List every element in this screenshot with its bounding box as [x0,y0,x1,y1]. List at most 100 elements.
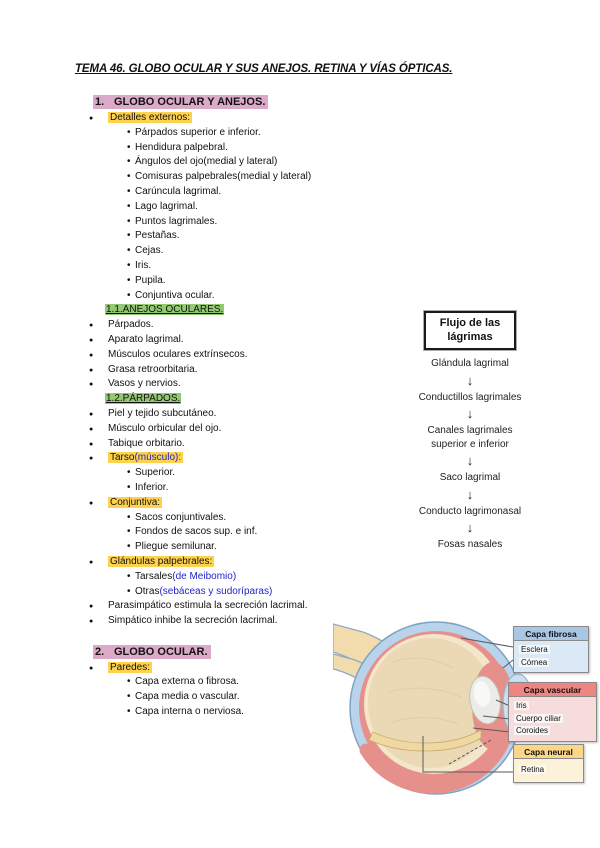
bullet-icon: ● [89,115,94,122]
down-arrow-icon: ↓ [466,486,474,502]
outline-item: ●Simpático inhibe la secreción lacrimal. [75,614,475,629]
sub-bullet-icon: • [127,200,131,212]
sub-bullet-icon: • [127,289,131,301]
outline-item: •Pestañas. [75,229,475,244]
sub-bullet-icon: • [127,691,131,703]
bullet-icon: ● [89,618,94,626]
sub-bullet-icon: • [127,185,131,197]
bullet-icon: ● [89,664,94,672]
page-title: TEMA 46. GLOBO OCULAR Y SUS ANEJOS. RETI… [75,63,453,75]
sub-bullet-icon: • [127,511,131,523]
down-arrow-icon: ↓ [466,520,474,535]
outline-item: •Tarsales(de Meibomio) [75,570,475,585]
outline-item: •Cejas. [75,244,475,259]
outline-item: •Pupila. [75,274,475,289]
outline-item: •Sacos conjuntivales. [75,511,475,526]
eye-illustration [333,621,534,795]
bullet-icon: ● [89,381,94,389]
eye-label: Coroides [514,726,551,735]
subsection-heading: 1.2.PÁRPADOS. [105,393,182,405]
sub-bullet-icon: • [127,230,131,242]
outline-item: •Conjuntiva ocular. [75,289,475,304]
outline-item: ●Conjuntiva: [75,496,475,511]
eye-label: Esclera [519,645,550,654]
sub-bullet-icon: • [127,259,131,271]
sub-bullet-icon: • [127,126,131,138]
sub-bullet-icon: • [127,570,131,582]
section-heading: 1.GLOBO OCULAR Y ANEJOS. [75,94,475,111]
outline-item: •Inferior. [75,481,475,496]
flowchart-title-box: Flujo de las lágrimas [423,310,517,351]
flowchart-title-line2: lágrimas [447,330,493,343]
sub-bullet-icon: • [127,706,131,718]
outline-column: TEMA 46. GLOBO OCULAR Y SUS ANEJOS. RETI… [75,63,475,720]
flow-step: Saco lagrimal [439,472,501,483]
sub-bullet-icon: • [127,215,131,227]
down-arrow-icon: ↓ [466,406,474,421]
outline-item: •Fondos de sacos sup. e inf. [75,525,475,540]
outline-item: ●Glándulas palpebrales: [75,555,475,570]
outline-item: •Carúncula lagrimal. [75,185,475,200]
outline-item: •Capa interna o nerviosa. [75,705,475,720]
sub-bullet-icon: • [127,676,131,688]
bullet-icon: ● [89,410,94,418]
tear-flow-chart: Flujo de las lágrimas Glándula lagrimal ↓… [397,310,543,552]
bullet-icon: ● [89,351,94,359]
outline-item: •Capa media o vascular. [75,690,475,705]
bullet-icon: ● [89,322,94,330]
outline-item: ●Aparato lagrimal. [75,333,475,348]
sub-bullet-icon: • [127,481,131,493]
sub-bullet-icon: • [127,141,131,153]
outline-item: ●Músculos oculares extrínsecos. [75,348,475,363]
outline-item: ●Párpados. [75,318,475,333]
eye-label: Cuerpo ciliar [514,713,563,723]
flow-step: Fosas nasales [437,539,503,550]
outline-item: •Otras(sebáceas y sudoríparas) [75,585,475,600]
outline-item: •Hendidura palpebral. [75,141,475,156]
flow-step: Conducto lagrimonasal [418,505,522,517]
eye-label-box-header: Capa fibrosa [514,627,588,641]
down-arrow-icon: ↓ [466,453,474,468]
sub-bullet-icon: • [127,467,131,479]
outline-item: •Párpados superior e inferior. [75,126,475,141]
outline-item: •Ángulos del ojo(medial y lateral) [75,155,475,170]
outline-item: •Pliegue semilunar. [75,540,475,555]
section-heading: 2.GLOBO OCULAR. [75,644,475,661]
sub-bullet-icon: • [127,541,131,553]
eye-label-box-neural: Capa neural Retina [513,744,584,783]
down-arrow-icon: ↓ [466,372,474,388]
flowchart-title-line1: Flujo de las [439,317,501,329]
outline-item: ●Tabique orbitario. [75,437,475,452]
bullet-icon: ● [89,336,94,344]
sub-bullet-icon: • [127,156,131,168]
outline-item: ●Tarso(músculo): [75,451,475,466]
bullet-icon: ● [89,425,94,433]
eye-label: Córnea [519,657,550,667]
outline-item: ●Detalles externos: [75,111,475,126]
vitreous-body [368,638,494,768]
outline-item: •Lago lagrimal. [75,200,475,215]
sub-bullet-icon: • [127,274,131,286]
outline-item: ●Vasos y nervios. [75,377,475,392]
bullet-icon: ● [89,558,94,566]
subsection-heading: 1.1.ANEJOS OCULARES. [105,304,225,316]
outline-item: •Iris. [75,259,475,274]
eye-label-box-header: Capa vascular [509,683,596,697]
outline-item: ●Parasimpático estimula la secreción lac… [75,599,475,614]
bullet-icon: ● [89,603,94,611]
flow-step: Glándula lagrimal [431,358,509,369]
lens-highlight [473,681,491,707]
flowchart-steps: Glándula lagrimal ↓ Conductillos lagrimale… [419,357,522,552]
sub-bullet-icon: • [127,171,131,183]
flow-step: Conductillos lagrimales [418,391,522,403]
outline-item: ●Paredes: [75,661,475,676]
bullet-icon: ● [89,455,94,463]
outline: 1.GLOBO OCULAR Y ANEJOS.●Detalles extern… [75,94,475,720]
ora-serrata-dashed-line [448,739,492,765]
eye-label-box-header: Capa neural [514,745,583,759]
outline-item: ●Grasa retroorbitaria. [75,363,475,378]
label-pointer-lines [422,637,514,773]
